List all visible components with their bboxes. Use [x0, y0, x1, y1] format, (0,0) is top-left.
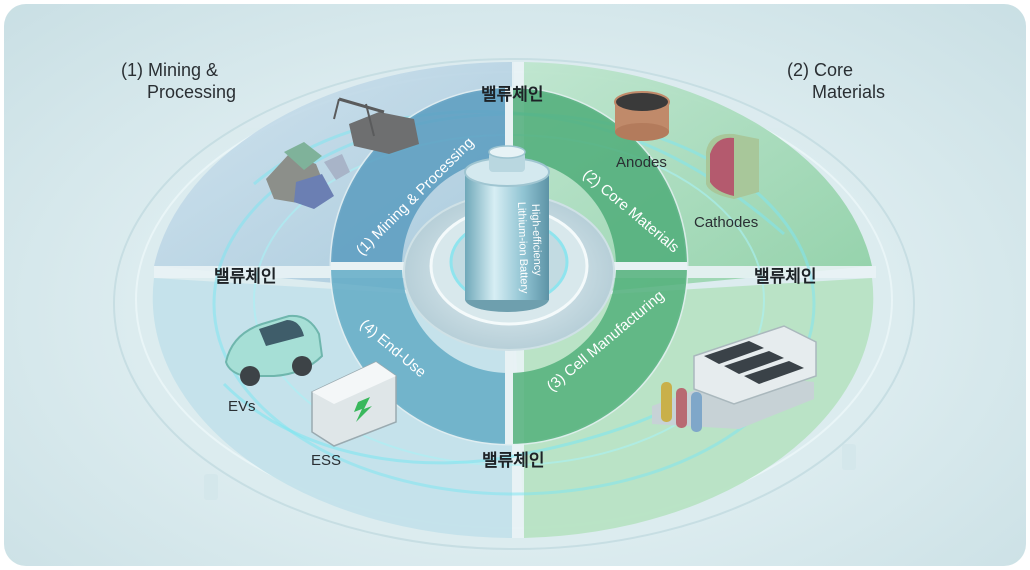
ore-rocks-icon: [266, 142, 350, 209]
value-chain-label-left: 밸류체인: [214, 267, 277, 287]
anodes-label: Anodes: [616, 154, 667, 171]
anode-material-icon: [614, 91, 670, 141]
ev-car-icon: [224, 314, 324, 386]
cathode-material-icon: [706, 133, 759, 199]
ring-segment-end-use: [331, 266, 509, 444]
ring-segment-materials: [509, 88, 687, 266]
mining-corner-label-line1: (1) Mining &: [121, 60, 219, 80]
materials-corner-label-line2: Materials: [812, 82, 886, 102]
materials-corner-label-line1: (2) Core: [787, 60, 854, 80]
ring-segment-mining: [331, 88, 509, 266]
ess-container-icon: [311, 361, 397, 447]
cathodes-label: Cathodes: [694, 214, 759, 231]
value-chain-label-bottom: 밸류체인: [482, 451, 545, 471]
ring-segment-cell: [509, 266, 687, 444]
side-glass-tab-right: [842, 444, 856, 470]
ess-label: ESS: [311, 452, 342, 469]
battery-icon: [464, 145, 550, 312]
battery-label-line1: High-efficiency: [529, 204, 544, 277]
diagram-frame: (1) Mining & Processing (2) Core Materia…: [4, 4, 1026, 566]
side-glass-tab-left: [204, 474, 218, 500]
mining-corner-label-line2: Processing: [147, 82, 237, 102]
value-chain-diagram: (1) Mining & Processing (2) Core Materia…: [113, 58, 915, 550]
evs-label: EVs: [228, 398, 256, 415]
value-chain-label-top: 밸류체인: [481, 85, 544, 105]
battery-cells-icon: [661, 382, 702, 432]
value-chain-label-right: 밸류체인: [754, 267, 817, 287]
mine-crane-icon: [333, 97, 419, 154]
battery-label-line2: Lithium-ion Battery: [515, 202, 530, 295]
